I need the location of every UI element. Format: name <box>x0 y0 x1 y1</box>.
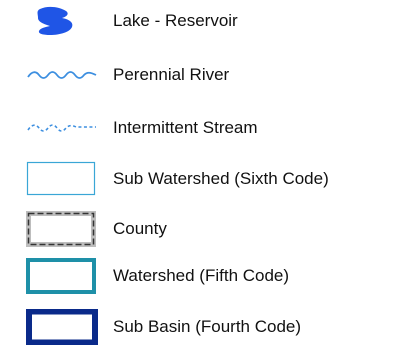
legend-label: Sub Watershed (Sixth Code) <box>113 169 329 188</box>
legend-label: Watershed (Fifth Code) <box>113 266 290 285</box>
sub-basin-icon <box>26 309 98 345</box>
legend-item-county: County <box>0 211 419 247</box>
legend-label: County <box>113 219 167 238</box>
legend-item-perennial-river: Perennial River <box>0 57 419 93</box>
legend-item-sub-basin: Sub Basin (Fourth Code) <box>0 309 419 345</box>
legend-label: Perennial River <box>113 65 230 84</box>
intermittent-stream-icon <box>26 110 98 146</box>
lake-reservoir-icon <box>26 3 98 39</box>
legend-label: Lake - Reservoir <box>113 11 238 30</box>
legend-item-sub-watershed: Sub Watershed (Sixth Code) <box>0 161 419 197</box>
legend-label: Intermittent Stream <box>113 118 258 137</box>
legend-item-lake-reservoir: Lake - Reservoir <box>0 3 419 39</box>
legend-item-watershed: Watershed (Fifth Code) <box>0 258 419 294</box>
sub-watershed-icon <box>26 161 98 197</box>
legend-label: Sub Basin (Fourth Code) <box>113 317 302 336</box>
county-icon <box>26 211 98 247</box>
perennial-river-icon <box>26 57 98 93</box>
watershed-icon <box>26 258 98 294</box>
legend-item-intermittent-stream: Intermittent Stream <box>0 110 419 146</box>
